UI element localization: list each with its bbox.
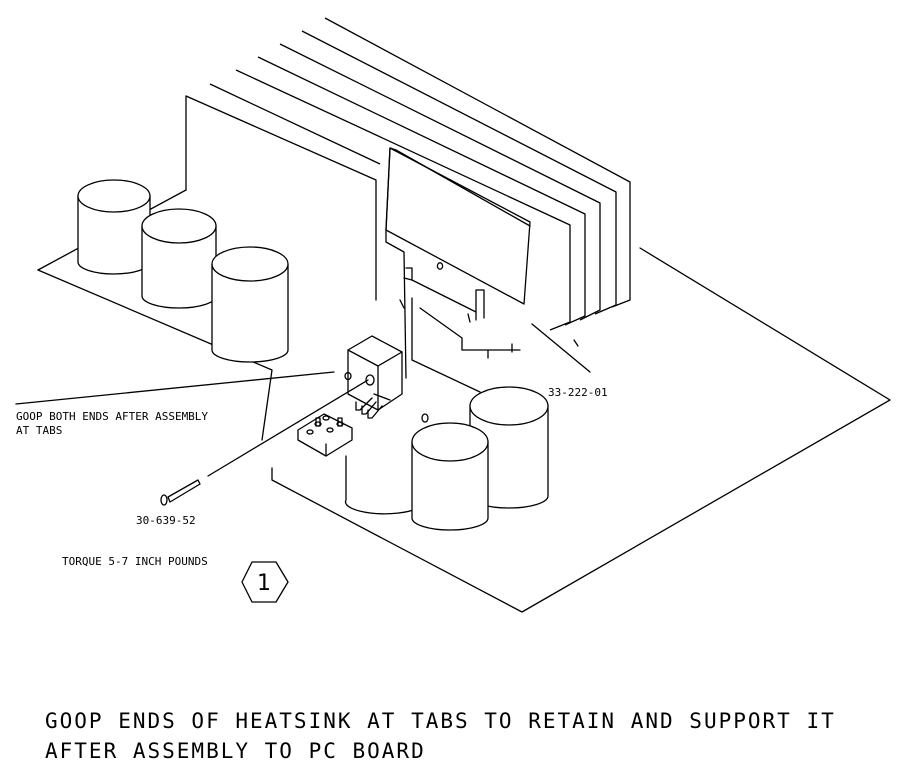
capacitor-front-left bbox=[344, 455, 419, 515]
heatsink-plate bbox=[385, 147, 531, 393]
note-hexagon: 1 bbox=[241, 561, 289, 603]
capacitor-left-3 bbox=[211, 246, 289, 363]
torque-label: TORQUE 5-7 INCH POUNDS bbox=[62, 555, 208, 568]
screw bbox=[160, 379, 369, 506]
capacitor-left-2 bbox=[141, 208, 217, 309]
transistor bbox=[344, 335, 403, 419]
assembly-note: GOOP ENDS OF HEATSINK AT TABS TO RETAIN … bbox=[45, 706, 836, 766]
part-number-screw: 30-639-52 bbox=[136, 514, 196, 527]
capacitor-left-1 bbox=[77, 179, 151, 275]
part-number-heatsink: 33-222-01 bbox=[548, 386, 608, 399]
capacitor-right-front bbox=[411, 422, 489, 531]
part-heatsink-leader bbox=[531, 323, 591, 373]
note-number: 1 bbox=[257, 571, 271, 596]
goop-leader bbox=[15, 371, 335, 405]
goop-tabs-label-1: GOOP BOTH ENDS AFTER ASSEMBLY bbox=[16, 410, 208, 423]
goop-tabs-label-2: AT TABS bbox=[16, 424, 62, 437]
note-line-2: AFTER ASSEMBLY TO PC BOARD bbox=[45, 739, 426, 763]
note-line-1: GOOP ENDS OF HEATSINK AT TABS TO RETAIN … bbox=[45, 709, 836, 733]
capacitor-right-back bbox=[469, 386, 549, 509]
terminal-block bbox=[297, 413, 353, 457]
